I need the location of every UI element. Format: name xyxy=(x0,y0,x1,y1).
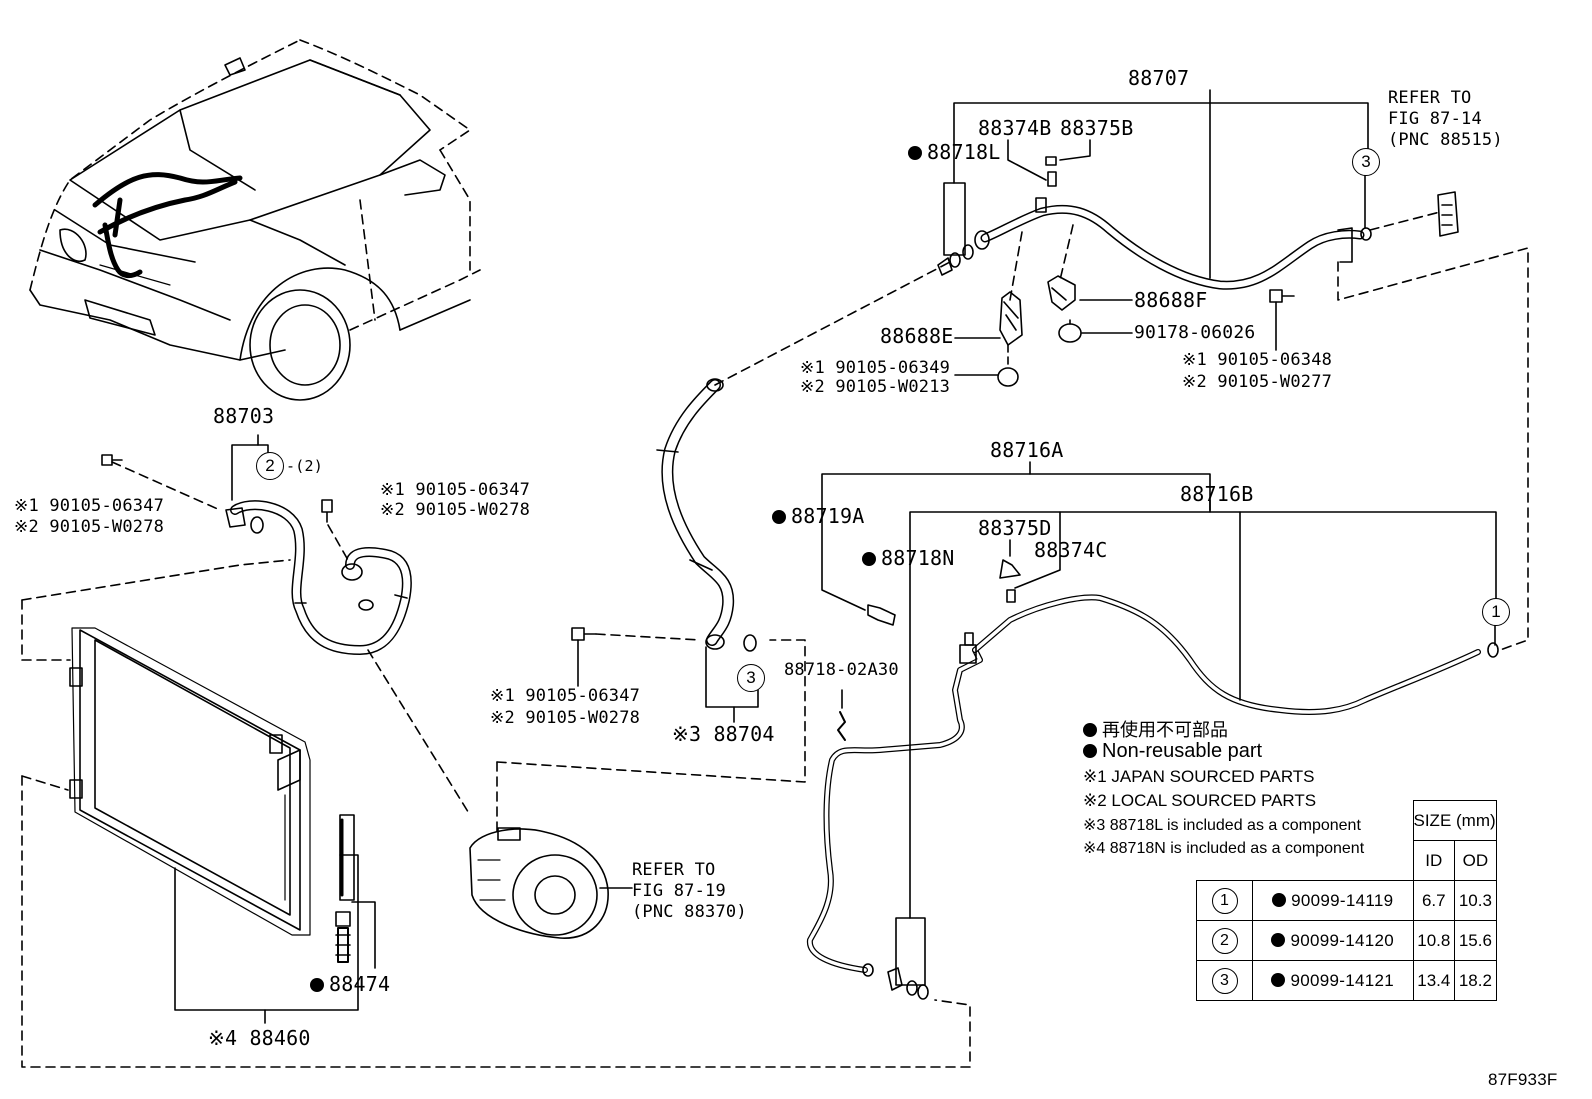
legend-nonreusable-en: Non-reusable part xyxy=(1083,740,1262,763)
bolt-e1-line2: ※2 90105-W0213 xyxy=(800,377,951,397)
oring-size-table: SIZE (mm) ID OD 1 90099-14119 6.7 10.3 2… xyxy=(1196,800,1497,1001)
part-88688E: 88688E xyxy=(880,324,954,348)
table-row: 3 90099-14121 13.4 18.2 xyxy=(1196,960,1497,1001)
non-reusable-dot-icon xyxy=(862,552,876,566)
part-88374C: 88374C xyxy=(1034,538,1108,562)
legend-nonreusable-jp: 再使用不可部品 xyxy=(1083,716,1228,742)
non-reusable-dot-icon xyxy=(310,978,324,992)
part-88707: 88707 xyxy=(1128,66,1190,90)
size-header: SIZE (mm) xyxy=(1412,800,1497,841)
part-number: 90099-14120 xyxy=(1252,920,1414,961)
id-value: 10.8 xyxy=(1412,920,1456,961)
callout-2-88703: 2 xyxy=(256,452,284,480)
part-88719A: 88719A xyxy=(772,506,864,526)
condenser-drawing xyxy=(70,628,354,962)
bolt-a-line2: ※2 90105-W0278 xyxy=(14,517,165,537)
oring-qty-note: -(2) xyxy=(286,457,323,475)
part-88718-02A30: 88718-02A30 xyxy=(784,660,899,680)
figure-code: 87F933F xyxy=(1488,1070,1558,1089)
part-88718N: 88718N xyxy=(862,548,954,568)
callout-3-88704: 3 xyxy=(737,664,765,692)
part-88718L: 88718L xyxy=(908,142,1000,162)
hose-88704-drawing xyxy=(657,379,756,651)
compressor-drawing xyxy=(470,828,632,938)
callout-1-88716: 1 xyxy=(1482,598,1510,626)
hose-88703-drawing xyxy=(226,505,407,650)
col-id-header: ID xyxy=(1412,840,1456,881)
ref-circle: 2 xyxy=(1211,927,1238,954)
od-value: 15.6 xyxy=(1454,920,1497,961)
pipe-88707-drawing xyxy=(938,157,1371,302)
od-value: 10.3 xyxy=(1454,880,1497,921)
part-88375B: 88375B xyxy=(1060,116,1134,140)
part-88375D: 88375D xyxy=(978,516,1052,540)
size-table-subheader-row: ID OD xyxy=(1197,840,1497,881)
bolt-e2-line2: ※2 90105-W0277 xyxy=(1182,372,1333,392)
ref-circle: 1 xyxy=(1211,887,1238,914)
bolt-b-line2: ※2 90105-W0278 xyxy=(380,500,531,520)
part-88716A: 88716A xyxy=(990,438,1064,462)
callout-3-88707: 3 xyxy=(1352,148,1380,176)
part-88474: 88474 xyxy=(310,974,390,994)
bolt-b-line1: ※1 90105-06347 xyxy=(380,480,531,500)
refer-fig-87-14: REFER TO FIG 87-14 (PNC 88515) xyxy=(1388,88,1503,150)
id-value: 13.4 xyxy=(1412,960,1456,1001)
col-od-header: OD xyxy=(1454,840,1497,881)
bolt-a-line1: ※1 90105-06347 xyxy=(14,496,165,516)
legend-note-3: ※3 88718L is included as a component xyxy=(1083,817,1361,834)
non-reusable-dot-icon xyxy=(1083,723,1097,737)
vehicle-sketch xyxy=(30,40,480,400)
bolt-c-line2: ※2 90105-W0278 xyxy=(490,708,641,728)
part-88374B: 88374B xyxy=(978,116,1052,140)
non-reusable-dot-icon xyxy=(1272,892,1287,907)
part-88460: ※4 88460 xyxy=(208,1026,311,1050)
od-value: 18.2 xyxy=(1454,960,1497,1001)
legend-note-1: ※1 JAPAN SOURCED PARTS xyxy=(1083,767,1315,786)
bolt-e1-line1: ※1 90105-06349 xyxy=(800,358,951,378)
part-88716B: 88716B xyxy=(1180,482,1254,506)
part-88704: ※3 88704 xyxy=(672,722,775,746)
table-row: 2 90099-14120 10.8 15.6 xyxy=(1196,920,1497,961)
non-reusable-dot-icon xyxy=(772,510,786,524)
size-table-header-row: SIZE (mm) xyxy=(1197,800,1497,841)
bolt-c-line1: ※1 90105-06347 xyxy=(490,686,641,706)
non-reusable-dot-icon xyxy=(1271,932,1286,947)
non-reusable-dot-icon xyxy=(908,146,922,160)
part-90178-06026: 90178-06026 xyxy=(1134,322,1256,343)
non-reusable-dot-icon xyxy=(1271,972,1286,987)
non-reusable-dot-icon xyxy=(1083,744,1097,758)
refer-fig-87-19: REFER TO FIG 87-19 (PNC 88370) xyxy=(632,860,747,922)
part-number: 90099-14121 xyxy=(1252,960,1414,1001)
ref-circle: 3 xyxy=(1211,967,1238,994)
part-number: 90099-14119 xyxy=(1252,880,1414,921)
pipe-88716-drawing xyxy=(810,560,1498,999)
legend-note-2: ※2 LOCAL SOURCED PARTS xyxy=(1083,791,1317,810)
part-88703: 88703 xyxy=(213,404,275,428)
table-row: 1 90099-14119 6.7 10.3 xyxy=(1196,880,1497,921)
part-88688F: 88688F xyxy=(1134,288,1208,312)
bolt-e2-line1: ※1 90105-06348 xyxy=(1182,350,1333,370)
id-value: 6.7 xyxy=(1412,880,1456,921)
